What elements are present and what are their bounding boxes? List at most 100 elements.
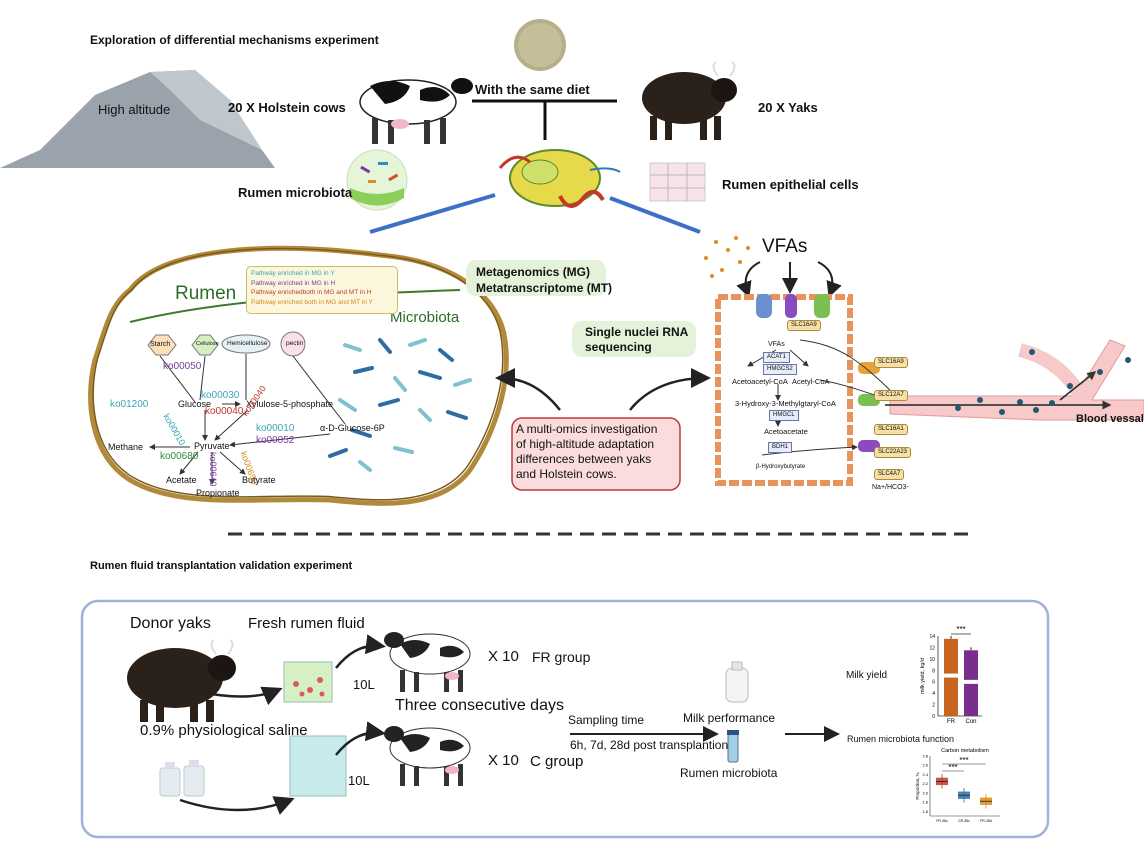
sampling-time-label: Sampling time — [568, 713, 645, 727]
gene-slc16a9: SLC16A9 — [874, 357, 908, 368]
acetyl-label: Acetyl-CoA — [792, 377, 830, 386]
y-tick-label: 6 — [932, 680, 935, 686]
x10-c-label: X 10 — [488, 752, 519, 769]
hmgcs2-box: HMGCS2 — [763, 364, 797, 375]
chart-title: Carbon metabolism — [941, 748, 989, 754]
ko00050-label: ko00050 — [163, 361, 202, 372]
xylulose-label: Xylulose-5-phosphate — [246, 399, 334, 409]
c-group-label: C group — [530, 753, 584, 770]
bdh1-box: BDH1 — [768, 442, 793, 453]
slc16a9-top: SLC16A9 — [787, 320, 821, 331]
y-tick-label: 8 — [932, 668, 935, 674]
high-altitude-label: High altitude — [98, 102, 171, 117]
y-tick-label: 2.2 — [922, 781, 928, 786]
y-tick-label: 10 — [929, 657, 935, 663]
rumen-microbiota2-label: Rumen microbiota — [680, 766, 778, 780]
bhb-label: β-Hydroxybutyrate — [756, 464, 806, 470]
holstein-cow-image — [359, 78, 473, 144]
y-tick-label: 2.0 — [922, 790, 928, 795]
snrna-line2: sequencing — [585, 340, 652, 354]
butyrate-label: Butyrate — [242, 475, 276, 485]
gene-slc12a7: SLC12A7 — [874, 390, 908, 401]
saline-label: 0.9% physiological saline — [140, 722, 308, 739]
bacteria-cluster — [328, 338, 472, 472]
glucose6p-label: α-D-Glucose-6P — [320, 423, 385, 433]
center-text-line: A multi-omics investigation — [516, 422, 658, 436]
na-hco3-label: Na+/HCO3- — [872, 484, 909, 491]
acetoacetyl-label: Acetoacetyl-CoA — [732, 377, 788, 386]
fr-cow-image — [384, 632, 471, 692]
ko00052-label: ko00052 — [256, 435, 295, 446]
glucose-label: Glucose — [178, 399, 212, 409]
gene-slc4a7: SLC4A7 — [874, 469, 905, 480]
cellulose-label: Cellulose — [196, 341, 219, 347]
c-cow-image — [384, 726, 471, 786]
pathway-legend: Pathway enriched in MG in Y Pathway enric… — [246, 266, 398, 314]
propionate-label: Propionate — [196, 488, 240, 498]
x-tick-label: FR-28d — [980, 819, 992, 823]
hmgcl-box: HMGCL — [769, 410, 799, 421]
yak-image — [642, 61, 737, 140]
microbiota-image — [346, 149, 408, 211]
ko00680-label: ko00680 — [160, 451, 199, 462]
legend-item: Pathway enrichedboth in MG and MT in H — [251, 289, 372, 296]
bar-break — [964, 679, 978, 684]
methane-label: Methane — [108, 442, 144, 452]
gene-slc16a1: SLC16A1 — [874, 424, 908, 435]
fresh-fluid-label: Fresh rumen fluid — [248, 615, 365, 632]
10l-c-label: 10L — [348, 773, 370, 788]
sig-label: *** — [959, 756, 968, 765]
ko00010b-label: ko00010 — [256, 423, 295, 434]
ko01200-label: ko01200 — [110, 399, 149, 410]
acat1-box: ACAT1 — [763, 352, 790, 363]
epithelial-image — [649, 162, 706, 202]
snrna-pill — [572, 321, 696, 357]
cell-outline — [715, 294, 853, 486]
x-tick-label: Con — [965, 719, 976, 725]
section2-title: Rumen fluid transplantation validation e… — [90, 560, 353, 572]
milk-performance-label: Milk performance — [683, 711, 776, 725]
saline-beaker — [289, 735, 347, 797]
snrna-line1: Single nuclei RNA — [585, 325, 689, 339]
vfas-small: VFAs — [768, 341, 785, 348]
times-label: 6h, 7d, 28d post transplantion — [570, 738, 729, 752]
y-tick-label: 2.8 — [922, 754, 928, 759]
section1-title: Exploration of differential mechanisms e… — [90, 33, 379, 47]
donor-yak-image — [127, 639, 236, 722]
pyruvate-label: Pyruvate — [194, 441, 230, 451]
y-tick-label: 4 — [932, 691, 935, 697]
vfa-dots — [704, 236, 750, 278]
legend-item: Pathway enriched in MG in Y — [251, 270, 335, 277]
mg-label: Metagenomics (MG) — [476, 265, 591, 279]
rumen-label: Rumen — [175, 283, 237, 304]
yaks-label: 20 X Yaks — [758, 100, 818, 115]
x-tick-label: FR — [947, 719, 956, 725]
y-tick-label: 12 — [929, 645, 935, 651]
pectin-label: pectin — [286, 340, 304, 347]
function-label: Rumen microbiota function — [847, 734, 955, 744]
center-text-line: differences between yaks — [516, 452, 652, 466]
rumen-microbiota-label: Rumen microbiota — [238, 185, 353, 200]
y-tick-label: 14 — [929, 634, 935, 640]
gene-slc22a23: SLC22A23 — [874, 447, 912, 458]
x-tick-label: FR-36c — [936, 819, 948, 823]
saline-bottles-image — [159, 760, 205, 797]
y-tick-label: 1.6 — [922, 809, 928, 814]
sig-label: *** — [956, 625, 965, 634]
y-tick-label: 0 — [932, 714, 935, 720]
center-text-line: and Holstein cows. — [516, 467, 617, 481]
blood-vessel — [889, 339, 1144, 421]
fr-group-label: FR group — [532, 649, 591, 665]
three-days-label: Three consecutive days — [395, 697, 564, 714]
y-axis-label: milk yield, kg/d — [920, 658, 926, 694]
milk-yield-label: Milk yield — [846, 670, 888, 681]
acetoacetate-label: Acetoacetate — [764, 427, 808, 436]
10l-fr-label: 10L — [353, 677, 375, 692]
rumen-organ-image — [498, 149, 621, 208]
center-text-line: of high-altitude adaptation — [516, 437, 655, 451]
same-diet-label: With the same diet — [475, 82, 590, 97]
